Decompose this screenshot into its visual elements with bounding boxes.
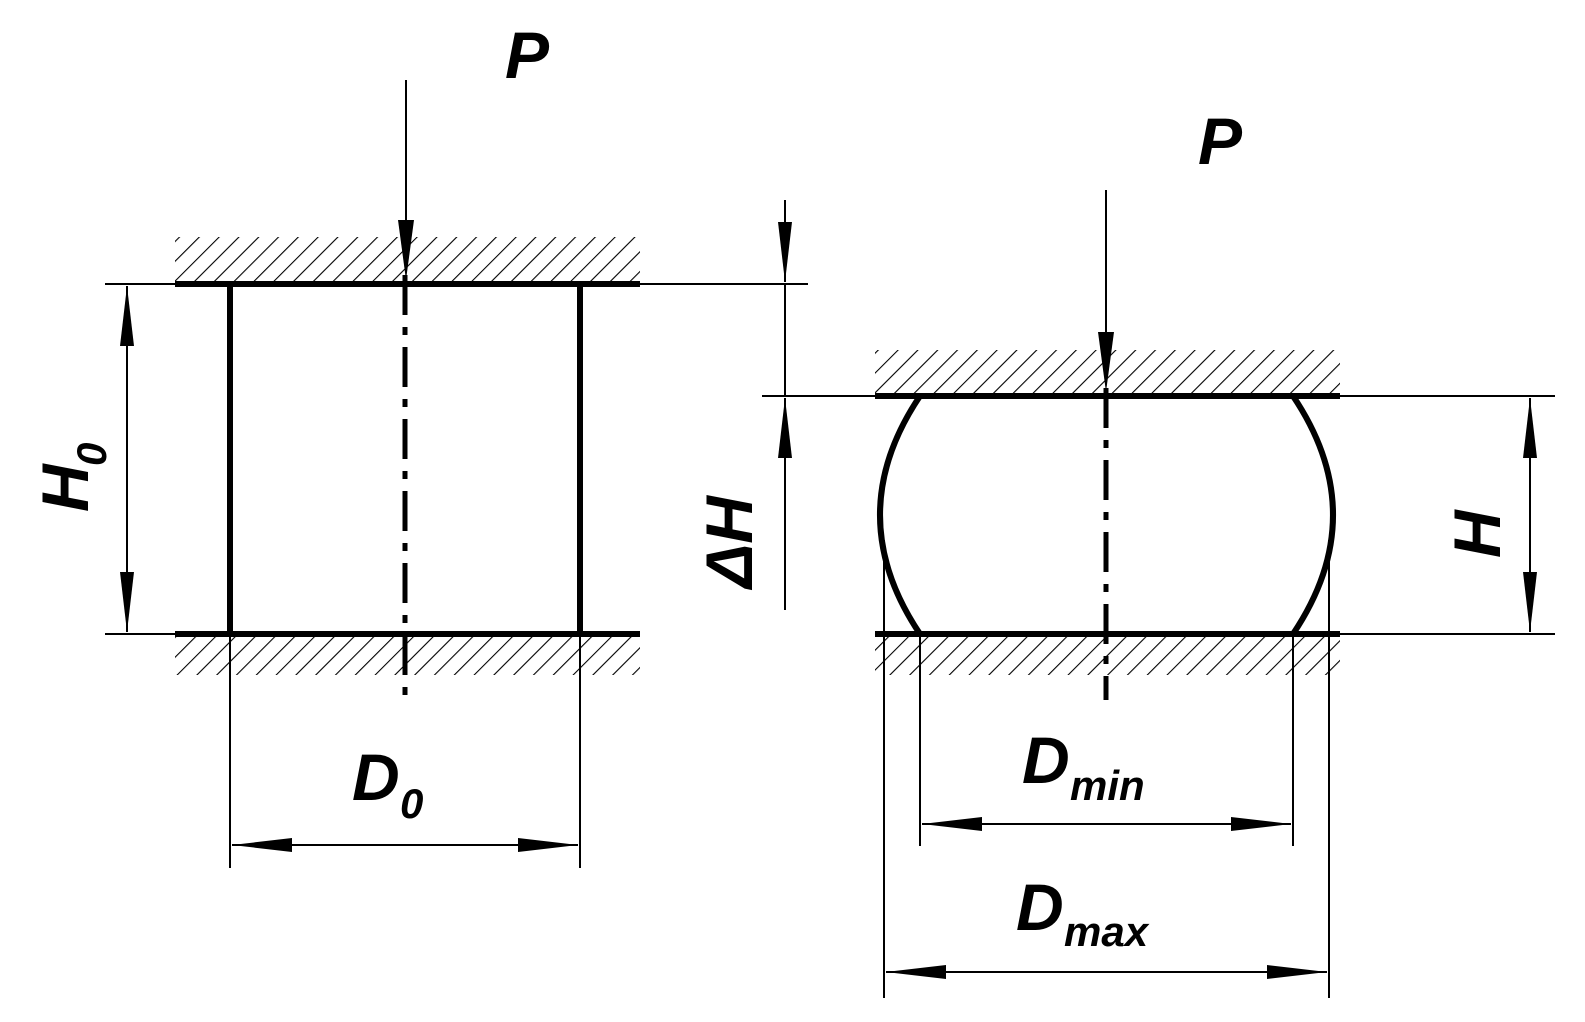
compressed-specimen <box>640 190 1555 998</box>
h-arrow-top <box>1523 398 1537 458</box>
dh-label: ΔH <box>692 495 766 591</box>
dmax-label-main: D <box>1016 870 1064 944</box>
d0-label-main: D <box>352 740 400 814</box>
dh-arrow-top <box>778 222 792 282</box>
dmax-arrow-right <box>1267 965 1327 979</box>
d0-arrow-left <box>232 838 292 852</box>
h0-label-sub: 0 <box>68 443 115 466</box>
dmax-label-sub: max <box>1064 908 1150 955</box>
h-arrow-bottom <box>1523 572 1537 632</box>
dmax-arrow-left <box>886 965 946 979</box>
force-label-right: P <box>1198 104 1243 178</box>
dmin-arrow-left <box>922 817 982 831</box>
d0-arrow-right <box>518 838 578 852</box>
h-label: H <box>1440 509 1514 558</box>
dh-arrow-bottom <box>778 398 792 458</box>
h0-arrow-bottom <box>120 572 134 632</box>
force-arrowhead-left <box>398 220 414 280</box>
original-specimen <box>105 80 640 868</box>
barrel-right-wall <box>1290 394 1336 636</box>
force-arrowhead-right <box>1098 332 1114 392</box>
h0-label-main: H <box>28 463 102 512</box>
dmin-label-main: D <box>1022 723 1070 797</box>
dmin-label-sub: min <box>1070 762 1145 809</box>
h0-label: H 0 <box>28 443 115 512</box>
barrel-left-wall <box>877 394 923 636</box>
dmin-arrow-right <box>1231 817 1291 831</box>
h0-arrow-top <box>120 286 134 346</box>
d0-label-sub: 0 <box>400 780 423 827</box>
force-label-left: P <box>505 18 550 92</box>
